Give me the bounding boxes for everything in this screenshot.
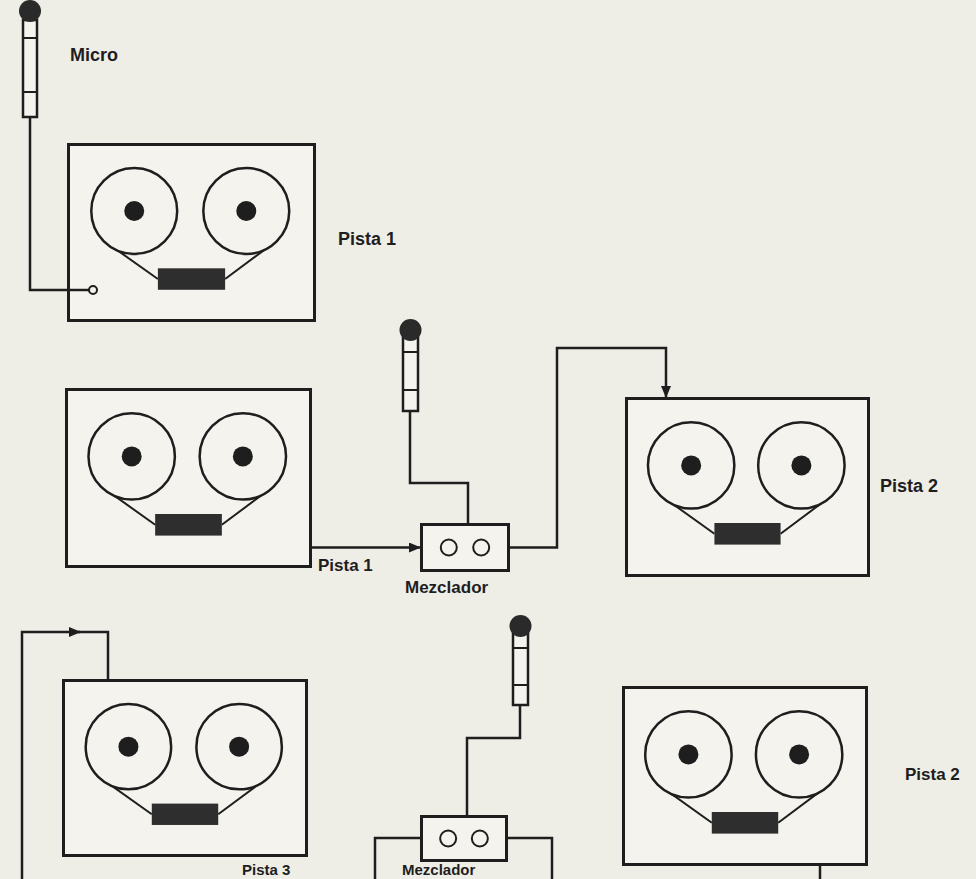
track-label: Pista 2 [905,766,960,784]
tape-recorder [65,388,312,568]
tape-recorder-drawing [622,686,868,866]
mixer-box: Mezclador [420,523,510,572]
tape-recorder-drawing [62,679,308,857]
wire [467,705,520,815]
microphone: Micro [18,0,42,118]
wire [508,838,552,879]
microphone-2 [400,319,422,411]
signal-wire [30,118,67,290]
tape-recorder-drawing [65,388,312,568]
microphone-drawing [18,0,42,118]
tape-recorder: Pista 2 [622,686,868,866]
signal-wire [312,546,420,549]
tape-recorder-drawing [625,397,870,577]
microphone-3 [510,615,532,705]
mixer-box-drawing [420,815,508,862]
wire [410,411,468,523]
track-label: Pista 2 [880,477,938,496]
tape-recorder: Pista 3 [62,679,308,857]
track-label: Micro [70,46,118,65]
mixer-box: Mezclador [420,815,508,862]
tape-recorder: Pista 1 [67,143,316,322]
track-label: Mezclador [405,579,488,597]
track-label: Mezclador [402,862,475,878]
wire [78,632,108,679]
wire-label: Pista 1 [318,556,373,576]
tape-recorder-drawing [67,143,316,322]
track-label: Pista 3 [242,862,290,878]
wire [819,866,822,879]
track-label: Pista 1 [338,230,396,249]
tape-recorder: Pista 2 [625,397,870,577]
mixer-box-drawing [420,523,510,572]
